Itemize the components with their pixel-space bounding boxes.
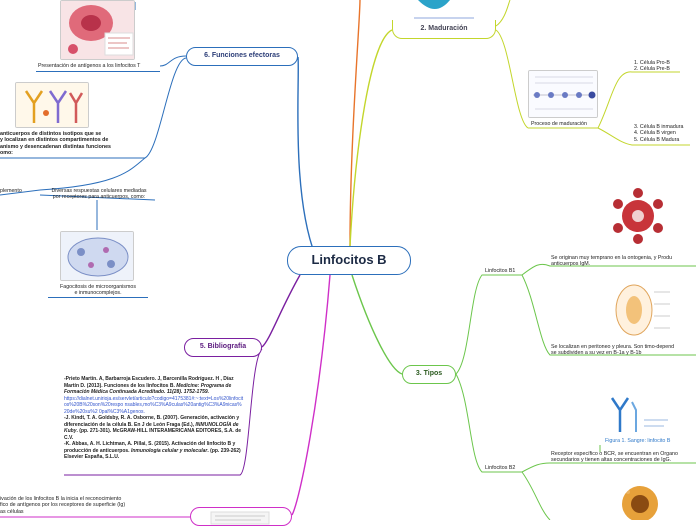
anticuerpos-line-1: anticuerpos de distintos isotipos que se: [0, 131, 102, 137]
reference-2-authors: -J. Kindt, T. A. Goldsby, R. A. Osborne,…: [64, 415, 240, 428]
bcr-illustration-icon: [610, 397, 668, 432]
activacion-line-1: ivación de los linfocitos B la inicia el…: [0, 496, 122, 502]
reference-3-book: Inmunología celular y molecular: [130, 447, 208, 454]
b1-origin-line-2: anticuerpos IgM.: [551, 261, 591, 268]
b2-line-2: secundarios y tienen altas concentracion…: [551, 457, 672, 464]
branch-maduracion-label: 2. Maduración: [420, 25, 468, 32]
fagocitosis-underline: [48, 297, 148, 299]
stage-madura: 5. Célula B Madura: [634, 136, 680, 143]
connector-top-orange: [349, 0, 361, 247]
fagocitosis-caption: Fagocitosis de microorganismos e inmunoc…: [48, 284, 148, 297]
branch-bibliografia[interactable]: 5. Bibliografía: [184, 338, 262, 357]
antigen-underline: [36, 71, 160, 73]
maduracion-top-illustration-icon: [414, 0, 474, 19]
respuestas-line-1: Diversas respuestas celulares mediadas: [51, 188, 147, 194]
respuestas-celulares-text: Diversas respuestas celulares mediadas p…: [40, 188, 158, 201]
connector-activacion: [291, 274, 331, 516]
central-topic[interactable]: Linfocitos B: [287, 246, 411, 275]
branch-funciones-label: 6. Funciones efectoras: [204, 52, 280, 59]
figure-caption: Figura 1. Sangre: linfocito B: [605, 438, 671, 444]
reference-3-publisher: . (pp. 239-262) Elsevier España, S.L.U.: [64, 447, 241, 461]
stage-pro-b: 1. Célula Pro-B: [634, 60, 670, 66]
anticuerpos-line-2: y localizan en distintos compartimentos …: [0, 137, 109, 144]
b1-location-line-2: se subdividen a su vez en B-1a y B-1b: [551, 350, 642, 357]
reference-2: -J. Kindt, T. A. Goldsby, R. A. Osborne,…: [64, 415, 244, 441]
b1-location-image[interactable]: [604, 282, 672, 340]
proceso-caption: Proceso de maduración: [531, 121, 587, 127]
reference-2-book: INMUNOLOGÍA de Kuby: [64, 421, 239, 435]
b1-cell-illustration-icon: [613, 188, 663, 244]
b1-location-text: Se localizan en peritoneo y pleura. Son …: [551, 344, 696, 357]
activacion-line-2: fico de antígenos por los receptores de …: [0, 502, 126, 509]
b2-cell-image[interactable]: [612, 478, 668, 520]
maduracion-stage-1: 1. Célula Pro-B 2. Célula Pre-B: [634, 60, 670, 73]
maturation-diagram-icon: [529, 71, 597, 117]
antibody-isotypes-image[interactable]: [15, 82, 89, 128]
reference-1-link[interactable]: https://dialnet.unirioja.es/servlet/arti…: [64, 395, 244, 415]
maduracion-process-image[interactable]: [528, 70, 598, 118]
b1-location-illustration-icon: [615, 284, 670, 336]
activacion-text: ivación de los linfocitos B la inicia el…: [0, 496, 188, 515]
branch-bibliografia-label: 5. Bibliografía: [199, 343, 247, 350]
fagocitosis-line-1: Fagocitosis de microorganismos: [60, 284, 136, 290]
branch-tipos-label: 3. Tipos: [415, 370, 443, 377]
reference-3: -K. Abbas, A. H. Lichtman, A. Pillai, S.…: [64, 441, 244, 461]
connector-funciones: [297, 56, 319, 263]
antigen-presentation-image[interactable]: [60, 0, 135, 60]
branch-activacion[interactable]: [190, 507, 292, 526]
complemento-text: plemento: [0, 188, 22, 194]
activacion-line-3: as células: [0, 508, 24, 515]
maduracion-top-image[interactable]: [410, 0, 480, 22]
branch-maduracion[interactable]: 2. Maduración: [392, 20, 496, 39]
b2-cell-illustration-icon: [622, 486, 658, 520]
activacion-thumbnail: [210, 511, 270, 525]
anticuerpos-description: anticuerpos de distintos isotipos que se…: [0, 131, 150, 157]
phagocytosis-illustration-icon: [61, 232, 133, 280]
branch-tipos[interactable]: 3. Tipos: [402, 365, 456, 384]
linfocitos-b2-label[interactable]: Linfocitos B2: [485, 465, 516, 471]
bibliography-text: -Prieto Martín. A, Barbarroja Escudero. …: [64, 376, 244, 461]
antibody-illustration-icon: [16, 83, 88, 127]
respuestas-line-2: por receptores para anticuerpos, como:: [52, 194, 146, 201]
b2-line-1: Receptor específico o BCR, se encuentran…: [551, 451, 678, 457]
connector-bibliografia: [261, 274, 301, 348]
anticuerpos-line-4: omo:: [0, 150, 13, 157]
linfocitos-b1-label[interactable]: Linfocitos B1: [485, 268, 516, 274]
reference-2-publisher: . (pp. 271-301). McGRAW-HILL INTERAMERIC…: [64, 428, 242, 441]
b2-receptor-text: Receptor específico o BCR, se encuentran…: [551, 451, 696, 464]
b1-location-line-1: Se localizan en peritoneo y pleura. Son …: [551, 344, 675, 350]
b1-origin-line-1: Se originan muy temprano en la ontogenia…: [551, 255, 673, 261]
stage-pre-b: 2. Célula Pre-B: [634, 66, 670, 73]
antigen-caption: Presentación de antígenos a los linfocit…: [38, 63, 141, 69]
maduracion-stage-2: 3. Célula B inmadura 4. Célula B virgen …: [634, 124, 683, 143]
cell-illustration-icon: [61, 1, 134, 59]
reference-1-authors: -Prieto Martín. A, Barbarroja Escudero. …: [64, 376, 234, 389]
fagocitosis-line-2: e inmunocomplejos.: [74, 290, 122, 297]
anticuerpos-line-3: anismo y desencadenan distintas funcione…: [0, 143, 111, 150]
b1-cell-image[interactable]: [604, 186, 672, 246]
branch-funciones-efectoras[interactable]: 6. Funciones efectoras: [186, 47, 298, 66]
reference-1-journal: Medicine: Programa de Formación Médica C…: [64, 382, 232, 396]
b1-origin-text: Se originan muy temprano en la ontogenia…: [551, 255, 696, 268]
connector-maduracion: [349, 29, 393, 247]
reference-3-authors: -K. Abbas, A. H. Lichtman, A. Pillai, S.…: [64, 441, 236, 454]
central-title: Linfocitos B: [311, 252, 387, 267]
connector-tipos: [351, 274, 403, 375]
fagocitosis-image[interactable]: [60, 231, 134, 281]
reference-1: -Prieto Martín. A, Barbarroja Escudero. …: [64, 376, 244, 396]
stage-virgen: 4. Célula B virgen: [634, 130, 676, 137]
b-cell-receptor-image[interactable]: [602, 392, 670, 438]
stage-inmadura: 3. Célula B inmadura: [634, 124, 684, 130]
